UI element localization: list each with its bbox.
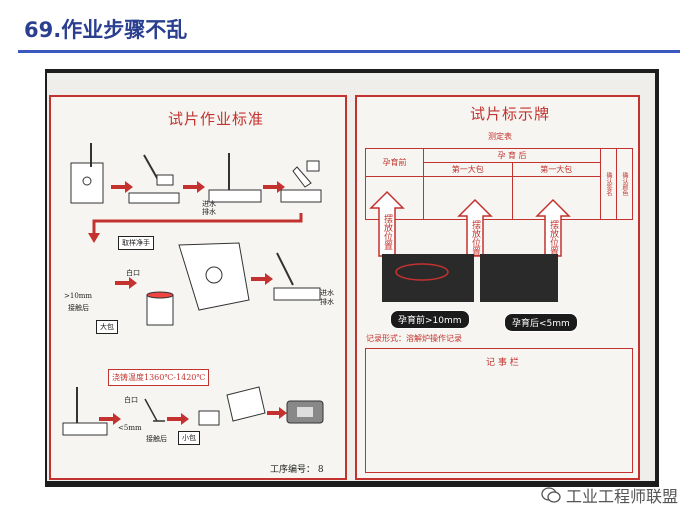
left-panel-illustrations (62, 143, 324, 436)
col-after: 孕 育 后 (423, 148, 601, 163)
label-gt10: >10mm (64, 292, 93, 300)
right-panel-title: 试片标示牌 (470, 105, 551, 123)
arrow-text-3: 摆放位置 (548, 220, 558, 256)
table-subtitle: 测定表 (488, 132, 512, 141)
arrow-text-1: 摆放位置 (382, 214, 392, 250)
record-format-label: 记录形式：溶解炉操作记录 (366, 334, 462, 343)
notes-box (365, 348, 633, 473)
label-jie-chu-hou-2: 接触后 (146, 435, 167, 443)
watermark-text: 工业工程师联盟 (565, 487, 678, 506)
arrow-text-2: 摆放位置 (470, 220, 480, 256)
placement-arrows (369, 190, 571, 257)
label-jin-shui-2: 进水 (320, 289, 334, 297)
label-jie-chu-hou: 接触后 (68, 304, 89, 312)
arrow-up-icon (457, 198, 493, 257)
label-pai-shui: 排水 (202, 208, 216, 216)
notes-title: 记 事 栏 (486, 358, 519, 368)
process-number: 工序编号： 8 (270, 465, 324, 475)
label-da-bao: 大包 (96, 320, 118, 334)
sample-photo-after (480, 254, 558, 302)
label-bai-kou-2: 白口 (124, 396, 138, 404)
sub-col-2: 第一大包 (511, 162, 601, 177)
label-xiao-bao: 小包 (178, 431, 200, 445)
page-title: 69.作业步骤不乱 (24, 18, 188, 42)
label-pour-temp: 浇铸温度1360℃-1420℃ (108, 369, 210, 386)
ladle-icon (70, 162, 104, 204)
label-jin-shui: 进水 (202, 200, 216, 208)
watermark: 工业工程师联盟 (541, 483, 678, 507)
label-lt5: <5mm (118, 424, 142, 432)
label-qu-yang: 取样净手 (118, 236, 154, 250)
left-panel-title: 试片作业标准 (168, 110, 265, 128)
caption-after: 孕育后<5mm (504, 313, 578, 332)
label-pai-shui-2: 排水 (320, 298, 334, 306)
sub-col-1: 第一大包 (423, 162, 513, 177)
title-rule (18, 50, 680, 53)
caption-before: 孕育前>10mm (390, 310, 470, 329)
sample-photo-before (382, 254, 474, 302)
label-bai-kou: 白口 (126, 269, 140, 277)
col-before: 孕育前 (365, 148, 424, 177)
col-confirm-color: 确认颜色 (616, 148, 633, 220)
wechat-icon (541, 487, 561, 503)
